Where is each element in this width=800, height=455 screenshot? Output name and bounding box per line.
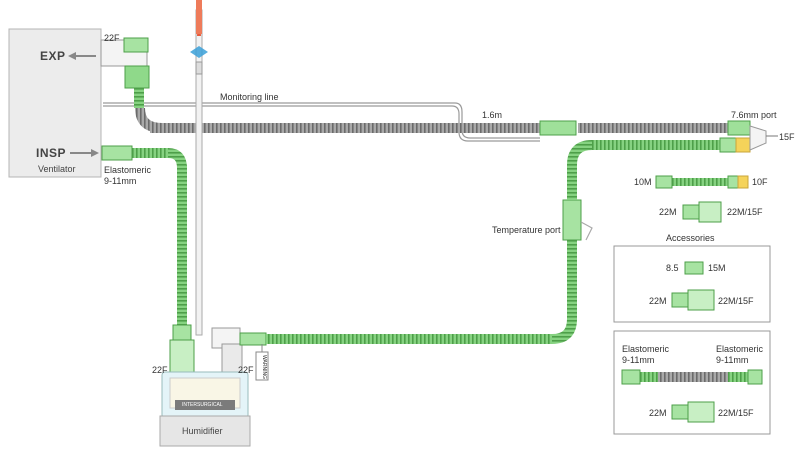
exp-arrow-icon xyxy=(68,52,96,60)
humidifier-brand-label: INTERSURGICAL xyxy=(182,402,223,408)
ventilator-label: Ventilator xyxy=(38,164,76,174)
exp-elbow-connector xyxy=(100,37,150,89)
insp-elastomeric-size-label: 9-11mm xyxy=(104,176,137,186)
humidifier-outlet-label: 22F xyxy=(238,365,254,375)
accessories-title: Accessories xyxy=(666,233,715,243)
box2-row2-right-label: 22M/15F xyxy=(718,408,754,418)
monitoring-rod xyxy=(190,0,208,336)
accessory-22m-22m15f xyxy=(682,201,722,223)
accessory-box2-22m xyxy=(671,401,715,423)
warning-tag xyxy=(255,344,269,381)
box2-right-size-label: 9-11mm xyxy=(716,355,749,365)
insp-label: INSP xyxy=(36,146,67,160)
box1-row2-left-label: 22M xyxy=(649,296,667,306)
box1-row1-right-label: 15M xyxy=(708,263,726,273)
monitoring-line xyxy=(103,102,540,142)
accessory-10m-10f xyxy=(655,175,749,189)
monitoring-line-label: Monitoring line xyxy=(220,92,279,102)
box2-right-name-label: Elastomeric xyxy=(716,344,764,354)
port-15f-label: 15F xyxy=(779,132,795,142)
expiratory-tube xyxy=(134,82,751,136)
accessory-box1-22m xyxy=(671,289,715,311)
box2-row2-left-label: 22M xyxy=(649,408,667,418)
humidifier-label: Humidifier xyxy=(182,426,223,436)
exp-label: EXP xyxy=(40,49,66,63)
accessory-elastomeric-tube xyxy=(621,369,763,385)
humidifier-inlet-label: 22F xyxy=(152,365,168,375)
box1-row2-right-label: 22M/15F xyxy=(718,296,754,306)
exp-connector-size-label: 22F xyxy=(104,33,120,43)
accessory2-left-label: 22M xyxy=(659,207,677,217)
port-size-label: 7.6mm port xyxy=(731,110,777,120)
accessories-box-1 xyxy=(613,245,771,323)
insp-elastomeric-label: Elastomeric xyxy=(104,165,152,175)
humidifier-chamber xyxy=(159,327,251,447)
box1-row1-left-label: 8.5 xyxy=(666,263,679,273)
box2-left-size-label: 9-11mm xyxy=(622,355,655,365)
y-piece-connector xyxy=(749,125,778,151)
temperature-port-label: Temperature port xyxy=(492,225,561,235)
insp-arrow-icon xyxy=(70,149,99,157)
inspiratory-tube-to-humidifier xyxy=(101,145,192,344)
accessory1-left-label: 10M xyxy=(634,177,652,187)
accessory2-right-label: 22M/15F xyxy=(727,207,763,217)
inspiratory-tube-to-patient xyxy=(239,137,751,346)
warning-tag-label: WARNING xyxy=(260,355,267,379)
tube-length-label: 1.6m xyxy=(482,110,503,120)
box2-left-name-label: Elastomeric xyxy=(622,344,670,354)
accessory-8-5-15m xyxy=(684,261,704,275)
accessory1-right-label: 10F xyxy=(752,177,768,187)
